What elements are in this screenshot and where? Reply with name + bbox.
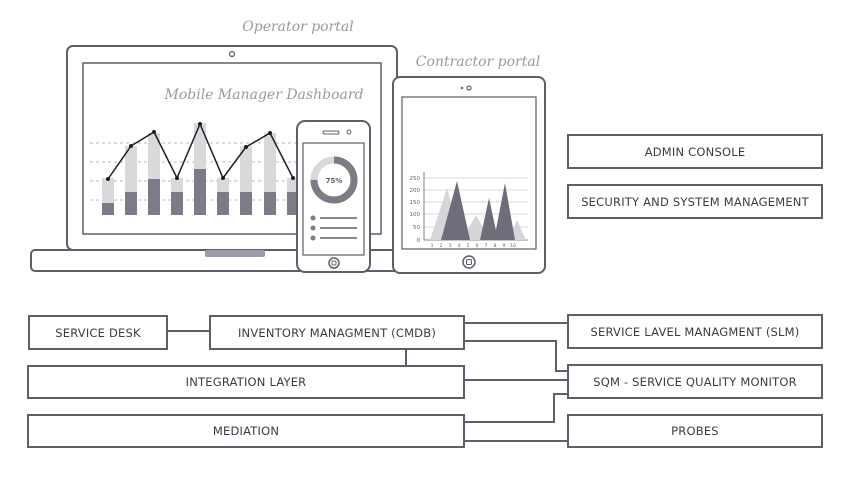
phone-list <box>310 215 357 241</box>
inventory-label: INVENTORY MANAGMENT (CMDB) <box>237 325 437 340</box>
tablet-x-tick: 1 <box>431 243 434 249</box>
dashboard-bar-light <box>194 123 206 169</box>
tablet-y-tick: 150 <box>410 200 421 206</box>
trend-point <box>221 176 225 180</box>
laptop-trackpad-notch <box>205 250 265 257</box>
tablet-y-tick: 0 <box>417 238 421 244</box>
dashboard-bar-light <box>240 146 252 192</box>
tablet-y-tick: 250 <box>410 176 421 182</box>
trend-point <box>106 177 110 181</box>
dashboard-bar-dark <box>171 192 183 215</box>
dashboard-chart <box>90 122 299 215</box>
tablet-y-tick: 50 <box>413 225 420 231</box>
laptop-camera-icon <box>228 50 236 58</box>
security-box: SECURITY AND SYSTEM MANAGEMENT <box>567 184 823 219</box>
mediation-label: MEDIATION <box>212 424 280 438</box>
dashboard-bar-dark <box>240 192 252 215</box>
tablet-home-button-icon <box>462 255 476 269</box>
integration-layer-box: INTEGRATION LAYER <box>27 365 465 399</box>
tablet-x-tick: 4 <box>458 243 461 249</box>
dashboard-bar-light <box>102 178 114 203</box>
mediation-box: MEDIATION <box>27 414 465 448</box>
trend-point <box>175 176 179 180</box>
slm-box: SERVICE LAVEL MANAGMENT (SLM) <box>567 314 823 349</box>
sqm-box: SQM - SERVICE QUALITY MONITOR <box>567 364 823 399</box>
tablet-sensor-icon <box>460 86 464 90</box>
trend-point <box>198 122 202 126</box>
probes-box: PROBES <box>567 414 823 448</box>
integration-layer-label: INTEGRATION LAYER <box>185 375 307 389</box>
list-bullet <box>310 215 316 221</box>
phone-gauge-label: 75% <box>326 177 343 185</box>
admin-console-label: ADMIN CONSOLE <box>644 144 746 159</box>
tablet-peak <box>494 183 515 240</box>
security-label: SECURITY AND SYSTEM MANAGEMENT <box>581 194 809 209</box>
tablet-x-tick: 3 <box>449 243 452 249</box>
trend-point <box>268 131 272 135</box>
dashboard-title: Mobile Manager Dashboard <box>163 87 363 103</box>
dashboard-bar-dark <box>102 203 114 215</box>
tablet-x-tick: 8 <box>494 243 497 249</box>
dashboard-bar-dark <box>217 192 229 215</box>
probes-label: PROBES <box>671 424 719 438</box>
dashboard-bar-dark <box>125 192 137 215</box>
list-bullet <box>310 235 316 241</box>
tablet-x-tick: 5 <box>467 243 470 249</box>
dashboard-bar-dark <box>264 192 276 215</box>
tablet-y-tick: 200 <box>410 188 421 194</box>
tablet-x-tick: 6 <box>476 243 479 249</box>
tablet-x-tick: 2 <box>440 243 443 249</box>
tablet-illustration: 0 50 100 150 200 250 1 2 3 4 5 6 7 8 9 1… <box>392 76 546 274</box>
trend-point <box>152 130 156 134</box>
tablet-x-tick: 10 <box>510 243 516 249</box>
dashboard-bar-dark <box>194 169 206 215</box>
connector-lines <box>167 322 568 442</box>
dashboard-bar-light <box>171 178 183 192</box>
sqm-label: SQM - SERVICE QUALITY MONITOR <box>593 374 797 389</box>
connector-mediation-sqm <box>464 393 568 423</box>
trend-point <box>129 144 133 148</box>
tablet-peak <box>480 198 498 240</box>
dashboard-bar-light <box>217 178 229 192</box>
trend-point <box>291 176 295 180</box>
operator-portal-label: Operator portal <box>242 19 354 35</box>
phone-camera-icon <box>346 129 352 135</box>
contractor-portal-label: Contractor portal <box>416 54 540 70</box>
phone-gauge: 75% <box>310 156 358 204</box>
dashboard-bar-light <box>125 146 137 192</box>
inventory-box: INVENTORY MANAGMENT (CMDB) <box>209 315 465 350</box>
dashboard-bar-dark <box>148 179 160 215</box>
phone-speaker-icon <box>322 130 340 135</box>
slm-label: SERVICE LAVEL MANAGMENT (SLM) <box>590 324 800 339</box>
tablet-y-tick: 100 <box>410 212 421 218</box>
service-desk-label: SERVICE DESK <box>55 325 141 340</box>
trend-point <box>244 145 248 149</box>
tablet-x-tick: 9 <box>503 243 506 249</box>
tablet-x-tick: 7 <box>485 243 488 249</box>
dashboard-bar-light <box>264 133 276 192</box>
tablet-chart: 0 50 100 150 200 250 1 2 3 4 5 6 7 8 9 1… <box>410 172 528 249</box>
phone-illustration: 75% <box>296 120 371 273</box>
connector-inventory-sqm <box>464 340 568 372</box>
service-desk-box: SERVICE DESK <box>28 315 168 350</box>
phone-home-button-icon <box>328 257 340 269</box>
tablet-peak <box>441 181 470 240</box>
list-bullet <box>310 225 316 231</box>
admin-console-box: ADMIN CONSOLE <box>567 134 823 169</box>
dashboard-bar-light <box>148 133 160 179</box>
tablet-camera-icon <box>466 85 472 91</box>
